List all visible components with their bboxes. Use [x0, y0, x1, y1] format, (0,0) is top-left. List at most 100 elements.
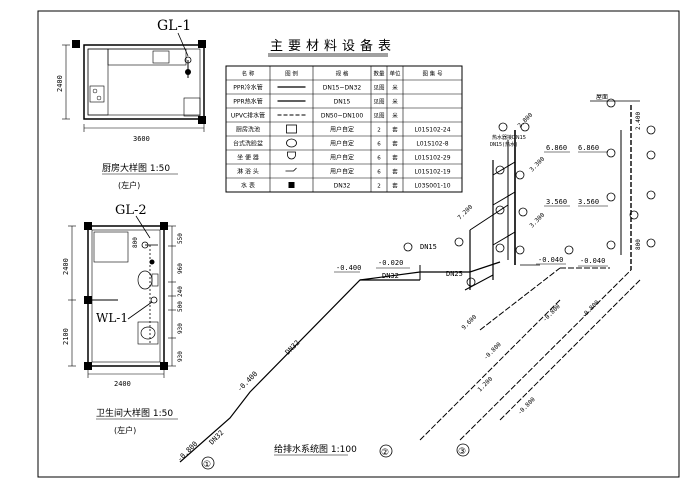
- level-label: -0.040: [538, 256, 563, 264]
- marker-2-label: ②: [381, 448, 389, 458]
- marker-3-label: ③: [458, 447, 466, 457]
- table-cell: 见图: [373, 112, 385, 120]
- bathroom-subcaption: (左户): [114, 425, 136, 435]
- table-cell: 见图: [373, 98, 385, 106]
- table-cell: 坐 便 器: [237, 154, 259, 162]
- table-cell: 套: [392, 126, 398, 134]
- level-label: -0.020: [378, 259, 403, 267]
- table-cell: DN15~DN32: [323, 85, 362, 92]
- table-cell: 水 表: [241, 182, 255, 190]
- kitchen-column: [72, 40, 80, 48]
- table-cell: 套: [392, 140, 398, 148]
- table-grid: [226, 66, 462, 192]
- level-label: 3.560: [546, 198, 567, 206]
- table-cell: PPR热水管: [233, 98, 262, 106]
- table-cell: L01S102-24: [414, 127, 450, 134]
- table-cell: 套: [392, 168, 398, 176]
- table-cell: DN50~DN100: [321, 113, 364, 120]
- system-caption: 给排水系统图 1:100: [274, 443, 357, 455]
- table-cell: 用户自定: [330, 126, 354, 134]
- dim-diag: 3.300: [528, 211, 546, 229]
- level-diag: -0.800: [516, 396, 537, 417]
- dim-diag: 1.200: [476, 375, 494, 393]
- bathroom-dim: 500: [177, 301, 184, 312]
- table-cell: 用户自定: [330, 154, 354, 162]
- table-cell: 厨房洗池: [236, 126, 260, 134]
- table-cell: L03S001-10: [414, 183, 450, 190]
- level-label: 6.860: [578, 144, 599, 152]
- marker-2: [379, 444, 393, 458]
- pipe-label-diag: DN32: [284, 339, 302, 357]
- table-cell: 见图: [373, 84, 385, 92]
- pipe-label: DN15: [420, 243, 437, 251]
- shower-icon: [285, 167, 297, 172]
- fixture-note: 热水器接DN15: [492, 134, 526, 141]
- marker-1: [201, 456, 215, 470]
- kitchen-wall: [83, 44, 205, 120]
- bathroom-dim-height-top: 2400: [62, 258, 70, 275]
- bathroom-tag-gl: GL-2: [115, 203, 147, 218]
- table-cell: 6: [377, 156, 381, 162]
- dim-diag: 3.300: [528, 155, 546, 173]
- pipe-label: DN15(热水): [490, 141, 518, 148]
- bathroom-dim: 960: [177, 263, 184, 274]
- table-cell: 数量: [373, 70, 385, 78]
- table-cell: 6: [377, 142, 381, 148]
- table-cell: 规 格: [336, 70, 349, 78]
- pipe-label: DN25: [446, 270, 463, 278]
- bathroom-dim: 240: [177, 286, 184, 297]
- kitchen-sink: [152, 50, 170, 64]
- dim-diag: 800: [635, 239, 642, 250]
- dim-diag: 9.600: [460, 313, 478, 331]
- bathroom-dim: 930: [177, 323, 184, 334]
- shower-area: [93, 231, 129, 263]
- fixture-markers: [403, 98, 656, 287]
- pipe-label: DN32: [382, 272, 399, 280]
- table-cell: L01S102-29: [414, 155, 450, 162]
- level-diag: -0.400: [236, 370, 260, 394]
- level-diag: -0.800: [482, 341, 503, 362]
- toilet-icon: [287, 151, 296, 160]
- meter-icon: [288, 182, 295, 188]
- bathroom-dim-height-bottom: 2100: [62, 328, 70, 345]
- table-cell: DN15: [334, 99, 351, 106]
- kitchen-counter: [107, 48, 187, 66]
- dim-diag: 2.400: [635, 112, 642, 130]
- bathroom-wall: [87, 225, 165, 367]
- riser-wl1: [150, 296, 158, 304]
- table-cell: DN32: [334, 183, 351, 190]
- level-diag: -0.800: [176, 440, 200, 464]
- bathroom-detail: GL-2 WL-1 800: [62, 203, 184, 435]
- level-label: 6.860: [546, 144, 567, 152]
- table-cell: 6: [377, 170, 381, 176]
- table-cell: 图 例: [285, 70, 298, 78]
- sink-icon: [286, 124, 297, 134]
- table-cell: 米: [392, 98, 398, 106]
- bathroom-caption: 卫生间大样图 1:50: [96, 407, 173, 419]
- dim-diag: 2.800: [516, 111, 534, 129]
- table-title: 主要材料设备表: [270, 38, 396, 54]
- level-label: -0.040: [580, 257, 605, 265]
- table-cell: 用户自定: [330, 168, 354, 176]
- kitchen-detail: GL-1 2400 3600 厨房大样图 1:50 (左户): [56, 18, 206, 190]
- bathroom-tag-wl: WL-1: [96, 311, 128, 325]
- table-cell: 淋 浴 头: [237, 168, 259, 176]
- kitchen-door: [183, 97, 201, 117]
- kitchen-subcaption: (左户): [118, 180, 140, 190]
- table-cell: 用户自定: [330, 140, 354, 148]
- kitchen-dim-height: 2400: [56, 75, 64, 92]
- bathroom-dim: 550: [177, 233, 184, 244]
- level-diag: -0.800: [580, 299, 601, 320]
- level-label: 3.560: [578, 198, 599, 206]
- level-label: -0.400: [336, 264, 361, 272]
- basin-icon: [286, 138, 297, 148]
- kitchen-dim-width: 3600: [133, 135, 150, 143]
- table-cell: L01S102-8: [416, 141, 448, 148]
- table-cell: L01S102-19: [414, 169, 450, 176]
- pipe-label-diag: DN32: [208, 429, 226, 447]
- level-diag: -0.800: [541, 303, 562, 324]
- table-cell: 图 集 号: [423, 70, 443, 78]
